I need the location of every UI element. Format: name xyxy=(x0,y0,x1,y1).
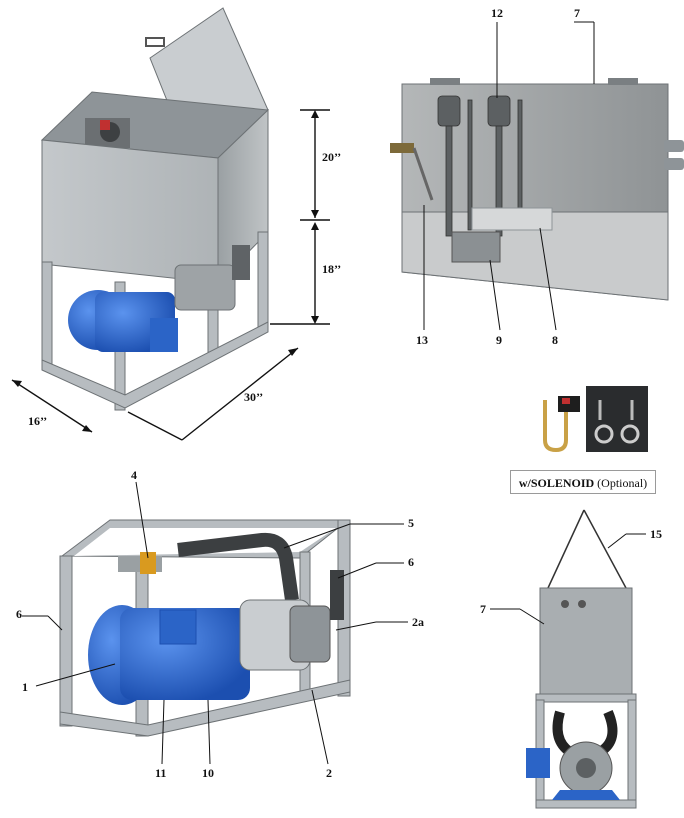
leaders-bottom-right xyxy=(490,533,646,625)
front-frame-top xyxy=(535,693,637,703)
front-pump-base xyxy=(552,790,620,800)
callout-1: 1 xyxy=(22,680,28,694)
dim-height-top: 20’’ xyxy=(322,150,341,164)
callout-4: 4 xyxy=(131,468,137,482)
solenoid-caption: w/SOLENOID (Optional) xyxy=(510,470,656,494)
leaders-bottom-left xyxy=(22,481,408,765)
callout-7-top: 7 xyxy=(574,6,580,20)
brass-valve xyxy=(140,552,156,574)
return-hose xyxy=(177,532,299,601)
lift-cable-left xyxy=(547,509,585,589)
motor-junction-box xyxy=(159,609,197,645)
tank-pump xyxy=(174,264,236,311)
solenoid-photo xyxy=(532,386,648,453)
wand-fitting xyxy=(390,143,414,153)
front-tank xyxy=(539,587,633,695)
pump-inlet-hose xyxy=(330,570,344,620)
front-hose-right xyxy=(597,710,618,757)
callout-6-left: 6 xyxy=(16,607,22,621)
callout-11: 11 xyxy=(155,766,166,780)
nozzle-spare-b xyxy=(664,158,684,170)
pump-manifold xyxy=(289,605,331,663)
dimension-arrows xyxy=(12,110,319,432)
caption-bold: w/SOLENOID xyxy=(518,476,595,490)
holder-tray xyxy=(471,207,553,231)
dimension-lines xyxy=(11,109,330,441)
spray-wall-assembly xyxy=(390,78,684,301)
spray-guns xyxy=(437,95,523,237)
dim-width: 30’’ xyxy=(244,390,263,404)
front-hose-left xyxy=(552,710,574,757)
callout-5: 5 xyxy=(408,516,414,530)
tank-front xyxy=(41,139,219,284)
caption-normal: (Optional) xyxy=(594,476,648,490)
electric-motor-body xyxy=(120,608,250,700)
tank-inner-valve xyxy=(85,118,130,148)
callout-8: 8 xyxy=(552,333,558,347)
lift-cable-right xyxy=(583,509,627,589)
front-view-assembly xyxy=(526,509,637,809)
dim-depth: 16’’ xyxy=(28,414,47,428)
dim-height-legs: 18’’ xyxy=(322,262,341,276)
wand xyxy=(412,147,434,201)
callout-6-right: 6 xyxy=(408,555,414,569)
pump-skid-assembly xyxy=(59,519,351,737)
callout-10: 10 xyxy=(202,766,214,780)
tank-motor-box xyxy=(150,318,178,352)
lid-handle xyxy=(145,37,165,47)
front-motor-blue xyxy=(526,748,550,778)
callout-2: 2 xyxy=(326,766,332,780)
wall-bracket-right xyxy=(608,78,638,85)
front-frame-bottom xyxy=(535,799,637,809)
callout-12: 12 xyxy=(491,6,503,20)
solenoid-inside-photo xyxy=(586,386,648,452)
callout-2a: 2a xyxy=(412,615,424,629)
callout-15: 15 xyxy=(650,527,662,541)
wall-bracket-left xyxy=(430,78,460,85)
holder-base xyxy=(451,231,501,263)
callout-9: 9 xyxy=(496,333,502,347)
callout-13: 13 xyxy=(416,333,428,347)
nozzle-spare-a xyxy=(664,140,684,152)
front-leg-right xyxy=(627,699,637,809)
leaders-top-right xyxy=(423,21,595,331)
tank-pump-hose xyxy=(232,245,250,280)
callout-7-bottom: 7 xyxy=(480,602,486,616)
tank-unit-assembly xyxy=(40,7,270,411)
